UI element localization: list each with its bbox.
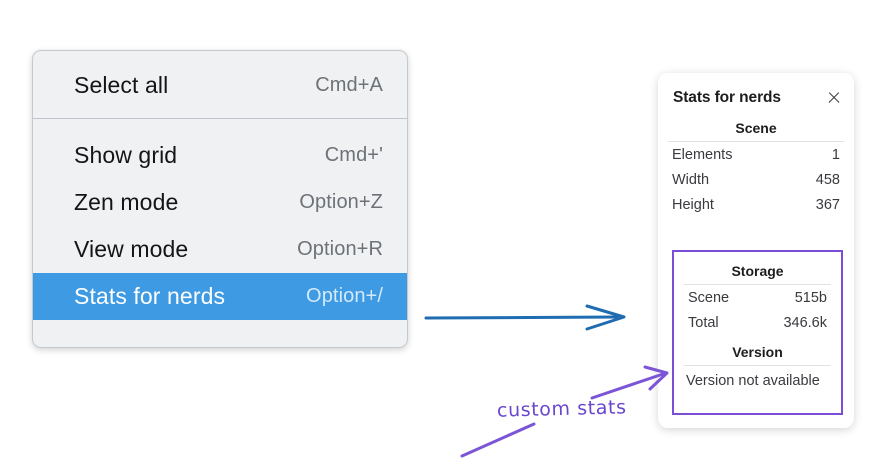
menu-item-shortcut: Cmd+' bbox=[324, 144, 383, 166]
menu-item-label: View mode bbox=[74, 236, 189, 262]
stat-label: Height bbox=[672, 197, 714, 213]
stat-value: 367 bbox=[815, 197, 840, 213]
menu-item-label: Show grid bbox=[74, 142, 178, 168]
canvas-context-menu[interactable]: Select all Cmd+A Show grid Cmd+' Zen mod… bbox=[32, 50, 408, 348]
menu-item-label: Zen mode bbox=[74, 189, 179, 215]
stat-row-storage-total: Total 346.6k bbox=[674, 310, 841, 335]
stat-label: Width bbox=[672, 172, 710, 188]
custom-stats-note: custom stats bbox=[496, 396, 627, 422]
stat-value: 458 bbox=[815, 172, 840, 188]
purple-underline-stroke bbox=[460, 422, 536, 458]
menu-section-1: Select all Cmd+A bbox=[33, 51, 407, 118]
purple-arrow-to-box bbox=[590, 365, 669, 400]
scene-heading-rule bbox=[668, 141, 844, 142]
storage-section-heading: Storage bbox=[731, 263, 784, 279]
menu-item-select-all[interactable]: Select all Cmd+A bbox=[33, 62, 407, 109]
stat-row-storage-scene: Scene 515b bbox=[674, 285, 841, 310]
stat-value: 346.6k bbox=[783, 315, 827, 331]
stat-row-elements: Elements 1 bbox=[658, 142, 854, 167]
version-heading-rule bbox=[684, 365, 831, 366]
scene-section-heading: Scene bbox=[735, 120, 777, 136]
stats-for-nerds-panel: Stats for nerds Scene Elements 1 Width 4… bbox=[658, 73, 854, 428]
menu-item-shortcut: Option+Z bbox=[299, 191, 383, 213]
stat-value: 1 bbox=[831, 147, 840, 163]
stat-value: 515b bbox=[794, 290, 827, 306]
menu-item-view-mode[interactable]: View mode Option+R bbox=[33, 226, 407, 273]
stat-row-height: Height 367 bbox=[658, 192, 854, 217]
menu-item-zen-mode[interactable]: Zen mode Option+Z bbox=[33, 179, 407, 226]
storage-heading-rule bbox=[684, 284, 831, 285]
stat-row-width: Width 458 bbox=[658, 167, 854, 192]
menu-item-stats-for-nerds[interactable]: Stats for nerds Option+/ bbox=[33, 273, 407, 320]
menu-item-show-grid[interactable]: Show grid Cmd+' bbox=[33, 132, 407, 179]
blue-arrow bbox=[424, 304, 626, 331]
menu-item-shortcut: Option+/ bbox=[306, 285, 383, 307]
stat-label: Scene bbox=[688, 290, 730, 306]
version-section-heading: Version bbox=[732, 344, 783, 360]
version-text: Version not available bbox=[686, 373, 820, 389]
menu-section-2: Show grid Cmd+' Zen mode Option+Z View m… bbox=[33, 119, 407, 331]
menu-item-label: Select all bbox=[74, 72, 169, 98]
menu-item-shortcut: Cmd+A bbox=[315, 74, 383, 96]
menu-divider bbox=[33, 118, 407, 119]
custom-stats-box: Storage Scene 515b Total 346.6k Version … bbox=[672, 250, 843, 415]
close-icon[interactable] bbox=[826, 90, 842, 106]
menu-item-label: Stats for nerds bbox=[74, 283, 226, 309]
panel-title: Stats for nerds bbox=[673, 89, 781, 106]
stat-label: Total bbox=[688, 315, 719, 331]
panel-header: Stats for nerds bbox=[658, 85, 854, 111]
stat-label: Elements bbox=[672, 147, 733, 163]
menu-item-shortcut: Option+R bbox=[297, 238, 383, 260]
